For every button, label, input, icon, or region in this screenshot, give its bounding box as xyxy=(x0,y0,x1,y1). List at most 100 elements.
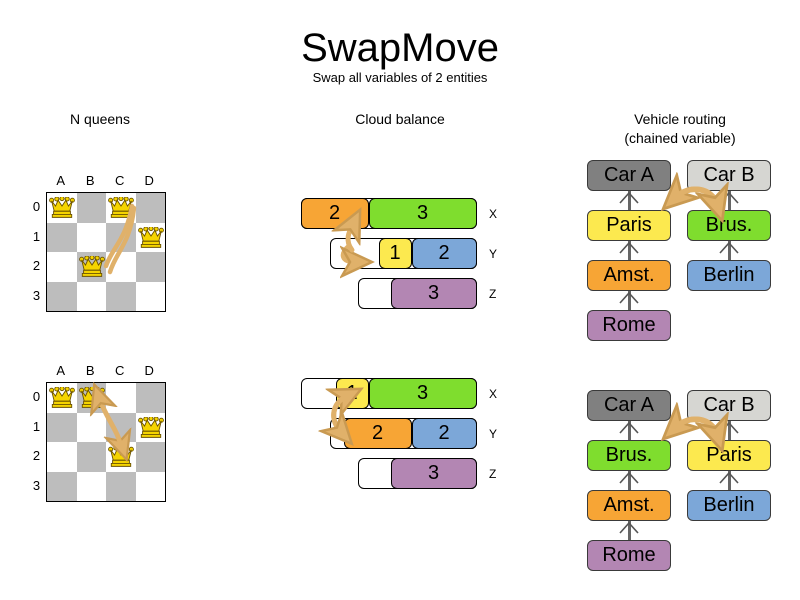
queen-icon xyxy=(108,445,134,467)
visit-box[interactable]: Rome xyxy=(587,310,671,341)
board-cell[interactable] xyxy=(47,471,77,501)
cloud-process-segment[interactable]: 3 xyxy=(368,197,477,229)
board-cell[interactable] xyxy=(47,281,77,311)
queen-piece[interactable] xyxy=(108,445,134,468)
chain-arrow-head xyxy=(619,192,639,204)
cloud-process-segment[interactable]: 2 xyxy=(411,417,477,449)
board-file-label: A xyxy=(56,173,66,188)
queen-icon xyxy=(137,225,164,248)
board-cell[interactable] xyxy=(47,442,77,472)
cloud-process-segment[interactable]: 2 xyxy=(300,197,369,229)
chain-arrow-head xyxy=(619,472,639,484)
board-file-label: B xyxy=(85,363,95,378)
cloud-process-segment[interactable]: 1 xyxy=(378,237,412,269)
board-cell[interactable] xyxy=(106,471,136,501)
queen-piece[interactable] xyxy=(78,255,105,278)
cloud-row-label: X xyxy=(489,387,498,401)
chain-link-line xyxy=(627,291,631,310)
board-cell[interactable] xyxy=(47,252,77,282)
cloud-process-segment[interactable]: 1 xyxy=(335,377,369,409)
board-rank-label: 2 xyxy=(32,448,41,463)
cloud-process-segment[interactable]: 3 xyxy=(390,277,477,309)
board-cell[interactable] xyxy=(135,383,165,413)
board-cell[interactable] xyxy=(76,222,106,252)
queen-piece[interactable] xyxy=(137,415,164,439)
board-rank-label: 3 xyxy=(32,287,41,303)
vehicle-box[interactable]: Car A xyxy=(587,160,671,191)
board-cell[interactable] xyxy=(76,193,106,223)
board-cell[interactable] xyxy=(106,252,136,282)
chain-link-line xyxy=(627,421,631,440)
cloud-computer-bar[interactable]: 3 xyxy=(358,277,477,309)
visit-box[interactable]: Paris xyxy=(687,440,771,471)
board-cell[interactable] xyxy=(135,193,165,223)
cloud-process-segment[interactable]: 2 xyxy=(343,417,412,449)
board-rank-label: 0 xyxy=(32,199,41,214)
chain-arrow-head xyxy=(719,192,739,204)
chain-arrow-head xyxy=(719,242,739,254)
queen-icon xyxy=(137,415,164,438)
cloud-row-label: Z xyxy=(489,287,497,301)
board-cell[interactable] xyxy=(106,383,136,413)
visit-box[interactable]: Paris xyxy=(587,210,671,241)
cloud-process-segment[interactable]: 3 xyxy=(368,377,477,409)
queen-icon xyxy=(108,196,134,218)
board-cell[interactable] xyxy=(47,412,77,442)
board-file-label: D xyxy=(144,363,154,378)
chessboard[interactable] xyxy=(46,382,166,502)
board-cell[interactable] xyxy=(76,281,106,311)
board-cell[interactable] xyxy=(106,281,136,311)
board-cell[interactable] xyxy=(106,412,136,442)
vehicle-box[interactable]: Car B xyxy=(687,160,771,191)
cloud-row-label: X xyxy=(489,207,498,221)
board-cell[interactable] xyxy=(47,222,77,252)
board-file-label: D xyxy=(144,173,154,188)
board-rank-label: 0 xyxy=(32,389,41,404)
cloud-row-label: Z xyxy=(489,467,497,481)
cloud-process-segment[interactable]: 2 xyxy=(411,237,477,269)
vehicle-box[interactable]: Car A xyxy=(587,390,671,421)
queen-piece[interactable] xyxy=(78,386,105,409)
board-cell[interactable] xyxy=(76,412,106,442)
cloud-computer-bar[interactable]: 3 xyxy=(358,457,477,489)
queen-piece[interactable] xyxy=(137,225,164,249)
cloud-row-label: Y xyxy=(489,427,498,441)
chain-link-line xyxy=(627,241,631,260)
chain-arrow-head xyxy=(619,422,639,434)
board-cell[interactable] xyxy=(106,222,136,252)
board-cell[interactable] xyxy=(76,471,106,501)
vehicle-box[interactable]: Car B xyxy=(687,390,771,421)
board-file-label: B xyxy=(85,173,95,188)
chain-link-line xyxy=(727,241,731,260)
routing-arrow-before xyxy=(676,189,717,204)
board-cell[interactable] xyxy=(135,252,165,282)
cloud-row-label: Y xyxy=(489,247,498,261)
visit-box[interactable]: Brus. xyxy=(587,440,671,471)
board-file-label: C xyxy=(115,173,125,188)
heading-cloud: Cloud balance xyxy=(355,111,445,127)
queen-icon xyxy=(78,386,105,408)
board-cell[interactable] xyxy=(135,442,165,472)
queen-piece[interactable] xyxy=(49,386,75,409)
chessboard[interactable] xyxy=(46,192,166,312)
board-file-label: C xyxy=(115,363,125,378)
queen-piece[interactable] xyxy=(49,196,75,219)
visit-box[interactable]: Berlin xyxy=(687,260,771,291)
chain-arrow-head xyxy=(619,242,639,254)
visit-box[interactable]: Amst. xyxy=(587,490,671,521)
board-rank-label: 2 xyxy=(32,258,41,273)
visit-box[interactable]: Amst. xyxy=(587,260,671,291)
board-cell[interactable] xyxy=(76,442,106,472)
visit-box[interactable]: Brus. xyxy=(687,210,771,241)
board-cell[interactable] xyxy=(135,471,165,501)
chain-arrow-head xyxy=(619,292,639,304)
board-cell[interactable] xyxy=(135,281,165,311)
queen-piece[interactable] xyxy=(108,196,134,219)
cloud-process-segment[interactable]: 3 xyxy=(390,457,477,489)
visit-box[interactable]: Berlin xyxy=(687,490,771,521)
visit-box[interactable]: Rome xyxy=(587,540,671,571)
